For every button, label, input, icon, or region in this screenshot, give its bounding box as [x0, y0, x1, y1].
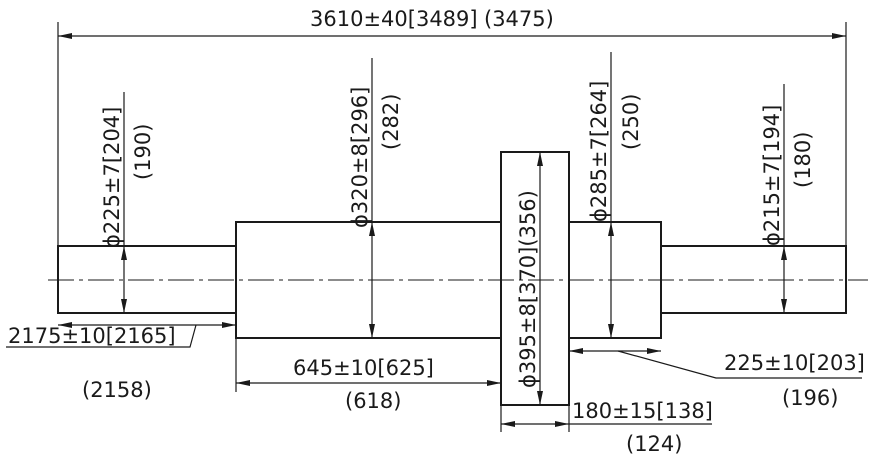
main-body-diameter-alt: (282)	[379, 94, 403, 150]
main-body-length-alt: (618)	[345, 389, 401, 413]
main-body-length-dimension: 645±10[625] (618)	[235, 338, 501, 413]
right-step-length-alt: (196)	[782, 386, 838, 410]
shaft-outline	[57, 151, 847, 406]
right-journal-diameter-label: ϕ215±7[194]	[760, 105, 784, 246]
overall-length-label: 3610±40[3489]	[310, 7, 478, 31]
left-journal-length-alt: (2158)	[82, 378, 152, 402]
left-journal-diameter-label: ϕ225±7[204]	[100, 107, 124, 248]
right-step-length-dimension: 225±10[203] (196)	[569, 348, 865, 410]
overall-length-dimension: 3610±40[3489] (3475)	[57, 7, 847, 246]
main-body-diameter-label: ϕ320±8[296]	[348, 87, 372, 228]
left-journal-length-dimension: 2175±10[2165] (2158)	[6, 313, 237, 402]
collar-width-dimension: 180±15[138] (124)	[500, 399, 713, 456]
collar-width-label: 180±15[138]	[572, 399, 713, 423]
right-step-diameter-label: ϕ285±7[264]	[587, 81, 611, 222]
overall-length-alt: (3475)	[484, 7, 554, 31]
collar-diameter-label: ϕ395±8[370](356)	[516, 190, 540, 388]
left-journal-diameter-alt: (190)	[131, 124, 155, 180]
right-journal	[660, 245, 847, 314]
collar-diameter-dimension: ϕ395±8[370](356)	[516, 152, 543, 405]
right-journal-diameter-dimension: ϕ215±7[194] (180)	[760, 84, 815, 313]
main-body-length-label: 645±10[625]	[293, 356, 434, 380]
right-step-length-label: 225±10[203]	[724, 351, 865, 375]
left-journal-length-label: 2175±10[2165]	[8, 324, 176, 348]
main-body-diameter-dimension: ϕ320±8[296] (282)	[348, 58, 403, 338]
right-journal-diameter-alt: (180)	[791, 132, 815, 188]
left-journal-diameter-dimension: ϕ225±7[204] (190)	[100, 92, 155, 313]
collar-width-alt: (124)	[626, 432, 682, 456]
right-step-diameter-alt: (250)	[619, 94, 643, 150]
right-step-diameter-dimension: ϕ285±7[264] (250)	[587, 52, 643, 338]
